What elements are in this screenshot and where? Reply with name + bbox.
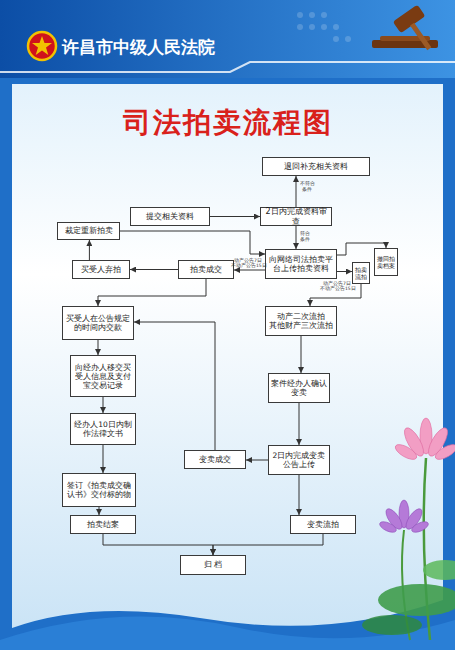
box-text: 经办人10日内制作法律文书	[73, 420, 133, 438]
process-box: 退回补充相关资料	[262, 157, 370, 176]
box-text: 2日内完成变卖公告上传	[271, 451, 327, 469]
box-text: 拍卖结案	[73, 520, 133, 530]
process-box: 提交相关资料	[130, 207, 210, 226]
court-name: 许昌市中级人民法院	[62, 36, 215, 59]
edge-label: 动产公告7日 不动产公告15日	[320, 281, 354, 291]
flow-arrow	[213, 534, 323, 555]
box-text: 向网络司法拍卖平台上传拍卖资料	[268, 255, 334, 273]
flow-arrow	[98, 279, 206, 306]
box-text: 买受人弃拍	[75, 265, 127, 275]
flow-arrow	[98, 340, 99, 355]
box-text: 撤回拍卖档案	[377, 255, 395, 269]
header-dots	[297, 12, 351, 42]
flow-arrow	[134, 322, 215, 450]
flow-arrow	[296, 176, 297, 207]
box-text: 变卖成交	[187, 455, 243, 465]
process-box: 2日内完成变卖公告上传	[268, 445, 330, 475]
process-box: 变卖成交	[184, 450, 246, 469]
flow-arrow	[89, 240, 90, 260]
edge-label: 动产公告7日 不动产公告15日	[231, 258, 265, 268]
process-box: 买受人在公告规定的时间内交款	[62, 306, 134, 340]
process-box: 拍卖流拍	[352, 262, 370, 284]
flow-arrow	[234, 270, 265, 271]
process-box: 向网络司法拍卖平台上传拍卖资料	[265, 249, 337, 279]
box-text: 拍卖流拍	[355, 266, 367, 280]
diagram-title: 司法拍卖流程图	[0, 104, 455, 142]
edge-label: 不符合条件	[299, 181, 315, 193]
process-box: 归 档	[180, 555, 246, 575]
process-box: 买受人弃拍	[72, 260, 130, 279]
box-text: 签订《拍卖成交确认书》交付标的物	[65, 481, 133, 499]
box-text: 案件经办人确认变卖	[271, 379, 327, 397]
lotus-decoration	[362, 418, 455, 640]
box-text: 拍卖成交	[181, 265, 231, 275]
flow-arrow	[337, 243, 386, 255]
court-emblem	[28, 32, 56, 60]
flow-arrow	[103, 445, 104, 473]
box-text: 向经办人移交买受人信息及支付宝交易记录	[73, 363, 133, 390]
process-box: 拍卖成交	[178, 260, 234, 279]
flow-arrow	[130, 269, 178, 270]
flow-arrow	[299, 475, 300, 515]
box-text: 变卖流拍	[293, 520, 353, 530]
flow-arrow	[301, 336, 302, 373]
box-text: 提交相关资料	[133, 212, 207, 222]
process-box: 向经办人移交买受人信息及支付宝交易记录	[70, 355, 136, 397]
flow-arrow	[99, 507, 100, 515]
process-box: 撤回拍卖档案	[374, 248, 398, 276]
flow-arrow	[337, 271, 352, 272]
process-box: 2日内完成资料审查	[260, 207, 332, 226]
process-box: 动产二次流拍 其他财产三次流拍	[265, 306, 337, 336]
gavel-icon	[372, 5, 442, 57]
flow-arrow	[120, 231, 265, 254]
process-box: 拍卖结案	[70, 515, 136, 534]
flow-arrow	[103, 534, 213, 555]
flow-arrow	[246, 460, 268, 461]
process-box: 签订《拍卖成交确认书》交付标的物	[62, 473, 136, 507]
box-text: 裁定重新拍卖	[60, 226, 117, 236]
flow-arrow	[210, 216, 260, 217]
flow-arrow	[296, 226, 297, 249]
header-swoosh	[0, 62, 455, 72]
process-box: 经办人10日内制作法律文书	[70, 413, 136, 445]
edge-label: 符合条件	[299, 231, 311, 243]
box-text: 归 档	[183, 560, 243, 570]
header-band	[0, 0, 455, 78]
process-box: 案件经办人确认变卖	[268, 373, 330, 403]
box-text: 动产二次流拍 其他财产三次流拍	[268, 312, 334, 330]
box-text: 退回补充相关资料	[265, 162, 367, 172]
content-panel	[12, 84, 443, 628]
flow-arrow	[310, 284, 361, 306]
box-text: 买受人在公告规定的时间内交款	[65, 314, 131, 332]
flow-arrow	[299, 403, 300, 445]
process-box: 裁定重新拍卖	[57, 222, 120, 240]
process-box: 变卖流拍	[290, 515, 356, 534]
flow-arrow	[103, 397, 104, 413]
box-text: 2日内完成资料审查	[263, 207, 329, 226]
